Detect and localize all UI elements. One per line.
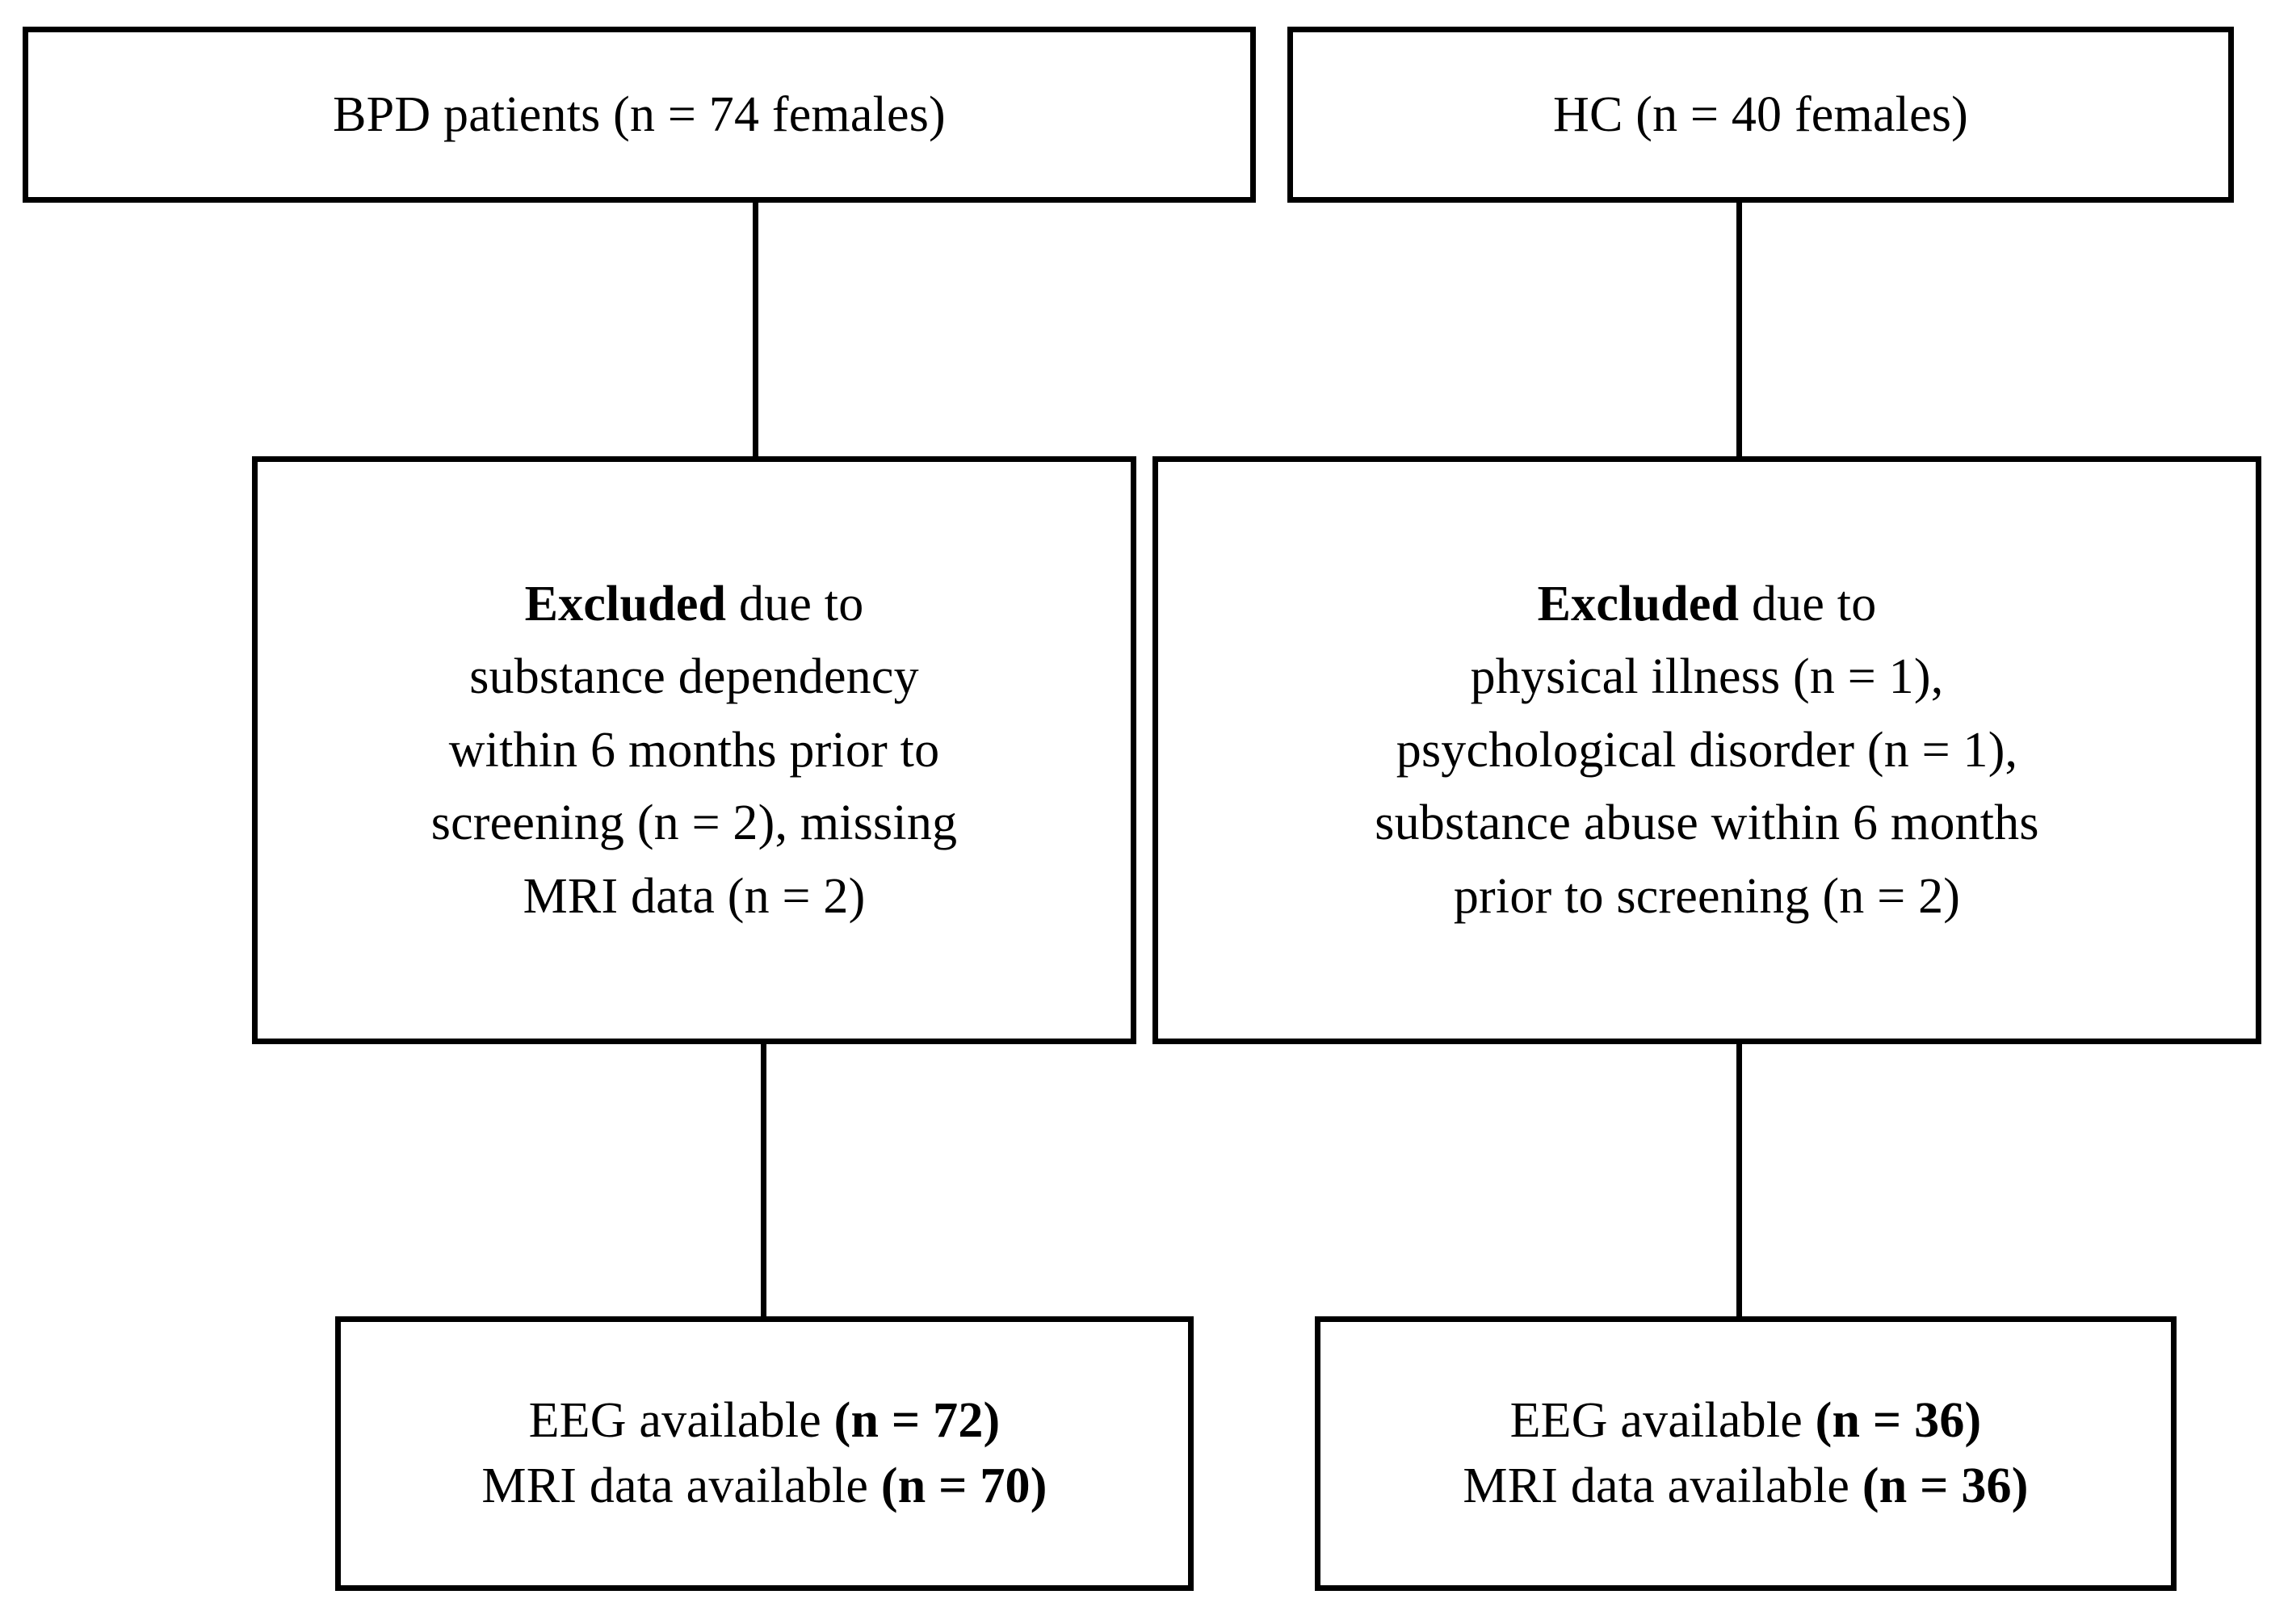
node-hc-final: EEG available (n = 36) MRI data availabl…: [1315, 1316, 2177, 1591]
excluded-keyword: Excluded: [1537, 576, 1740, 632]
connector-bpd-excluded-to-final: [761, 1041, 766, 1320]
node-hc-excluded-line-4: substance abuse within 6 months: [1375, 795, 2039, 851]
node-bpd-excluded-line-3: within 6 months prior to: [448, 722, 940, 778]
node-bpd-excluded-line-1-rest: due to: [726, 576, 864, 632]
node-hc-source-line-1: HC (n = 40 females): [1553, 86, 1968, 142]
node-bpd-excluded-line-5: MRI data (n = 2): [523, 868, 866, 924]
connector-hc-source-to-excluded: [1736, 203, 1742, 460]
node-bpd-excluded: Excluded due to substance dependency wit…: [252, 456, 1136, 1044]
node-bpd-excluded-line-2: substance dependency: [469, 649, 919, 705]
node-hc-excluded-line-2: physical illness (n = 1),: [1470, 649, 1944, 705]
connector-hc-excluded-to-final: [1736, 1041, 1742, 1320]
node-hc-final-eeg-count: (n = 36): [1815, 1393, 1982, 1449]
excluded-keyword: Excluded: [524, 576, 727, 632]
node-hc-excluded-line-1-rest: due to: [1739, 576, 1877, 632]
node-bpd-final-line-1: EEG available (n = 72): [341, 1388, 1188, 1454]
node-bpd-final-mri-count: (n = 70): [880, 1458, 1047, 1513]
node-bpd-final-eeg-count: (n = 72): [833, 1393, 1001, 1449]
node-bpd-final-line-2: MRI data available (n = 70): [341, 1454, 1188, 1519]
node-hc-source: HC (n = 40 females): [1287, 27, 2234, 203]
node-bpd-excluded-line-1: Excluded due to: [258, 568, 1131, 641]
node-hc-excluded-line-1: Excluded due to: [1158, 568, 2256, 641]
node-bpd-source-line-1: BPD patients (n = 74 females): [333, 86, 946, 142]
connector-bpd-source-to-excluded: [753, 203, 758, 460]
node-hc-final-mri-count: (n = 36): [1862, 1458, 2029, 1513]
node-hc-final-line-1: EEG available (n = 36): [1320, 1388, 2171, 1454]
node-hc-final-eeg-label: EEG available: [1509, 1393, 1816, 1449]
node-hc-final-line-2: MRI data available (n = 36): [1320, 1454, 2171, 1519]
node-bpd-final-mri-label: MRI data available: [481, 1458, 881, 1513]
node-hc-excluded: Excluded due to physical illness (n = 1)…: [1152, 456, 2261, 1044]
node-hc-excluded-line-5: prior to screening (n = 2): [1453, 868, 1961, 924]
node-hc-excluded-line-3: psychological disorder (n = 1),: [1396, 722, 2018, 778]
node-hc-final-mri-label: MRI data available: [1463, 1458, 1862, 1513]
node-bpd-final-eeg-label: EEG available: [528, 1393, 834, 1449]
node-bpd-final: EEG available (n = 72) MRI data availabl…: [335, 1316, 1194, 1591]
node-bpd-source: BPD patients (n = 74 females): [23, 27, 1256, 203]
node-bpd-excluded-line-4: screening (n = 2), missing: [430, 795, 958, 851]
